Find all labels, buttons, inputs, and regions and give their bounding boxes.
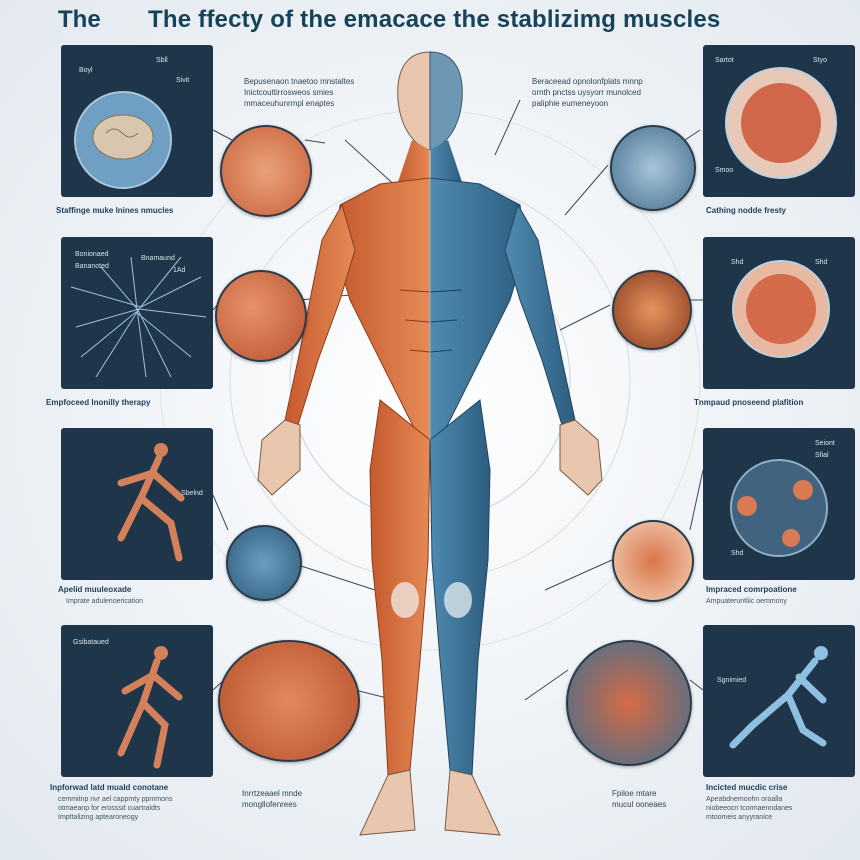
- sub-line: Impttalizing aptearoneogy: [58, 814, 139, 821]
- panel-caption: Tnmpaud pnoseend plafition: [694, 398, 804, 407]
- runner-illustration: [117, 443, 185, 562]
- fiber-illustration: [732, 260, 830, 358]
- note-line: mucul ooneaes: [612, 800, 667, 809]
- panel-runner: Sbelnd: [61, 428, 213, 580]
- panel-label: Seiont: [815, 440, 835, 447]
- panel-label: Gsibataued: [73, 639, 109, 646]
- panel-caption: Empfoceed lnonilly therapy: [46, 398, 151, 407]
- sub-line: mtoomeis anyyranice: [706, 814, 773, 821]
- panel-cell-sphere: Sartot Styo Smoo: [703, 45, 855, 197]
- note-line: mongllofenrees: [242, 800, 297, 809]
- zoom-circle-nucleus: [612, 520, 694, 602]
- panel-label: Sfial: [815, 452, 829, 459]
- top-note-left: Bepusenaon tnaetoo mnstaltes Inictcoutti…: [244, 76, 354, 109]
- panel-caption: Inpforwad latd muald conotane: [50, 783, 169, 792]
- zoom-circle-knee: [610, 125, 696, 211]
- title-main: The ffecty of the emacace the stablizimg…: [148, 6, 721, 33]
- panel-sub: Imprate adulenoerication: [66, 598, 144, 605]
- panel-caption: Apelid muuleoxade: [58, 585, 132, 594]
- zoom-circle-tendon: [220, 125, 312, 217]
- panel-label: Sbelnd: [181, 490, 203, 497]
- zoom-circle-quad: [218, 640, 360, 762]
- panel-caption: Incicted mucdic crise: [706, 783, 788, 792]
- panel-label: Bnamaund: [141, 255, 175, 262]
- note-line: Inrrtzeaael mnde: [242, 789, 303, 798]
- bottom-note-right: Fpiloe mtare mucul ooneaes: [612, 788, 666, 810]
- panel-label: Bonionaed: [75, 251, 109, 258]
- panel-nerves: Bonionaed Bananoted Bnamaund 1Ad: [61, 237, 213, 389]
- title-prefix: The: [58, 6, 101, 33]
- panel-label: Styo: [813, 57, 828, 64]
- note-line: Fpiloe mtare: [612, 789, 657, 798]
- brain-illustration: [74, 91, 172, 189]
- note-line: ornth pnctss uysyorr munolced: [532, 88, 641, 97]
- panel-sub: cemmitnp nvr ael cappmty ppmmons otmaean…: [58, 795, 172, 822]
- sub-line: Apeabdnemoohn oroalla: [706, 796, 783, 803]
- note-line: Beraceead opnolonfplats mnnp: [532, 77, 643, 86]
- panel-fiber: Shd Shd: [703, 237, 855, 389]
- panel-caption: Cathing nodde fresty: [706, 206, 787, 215]
- sub-line: cemmitnp nvr ael cappmty ppmmons: [58, 796, 173, 803]
- panel-sub: Apeabdnemoohn oroalla niobeeocn tcormaen…: [706, 795, 792, 822]
- panel-lunge: Sgnimied: [703, 625, 855, 777]
- zoom-circle-fiber: [226, 525, 302, 601]
- panel-caption: Impraced comrpoatione: [706, 585, 797, 594]
- panel-walker: Gsibataued: [61, 625, 213, 777]
- panel-label: Sartot: [715, 57, 734, 64]
- note-line: mmaceuhunrmpl enaptes: [244, 99, 335, 108]
- page-title: The The ffecty of the emacace the stabli…: [0, 4, 860, 36]
- walker-illustration: [117, 646, 183, 769]
- panel-label: Shd: [731, 259, 744, 266]
- panel-label: Sivit: [176, 77, 190, 84]
- panel-cluster: Seiont Sfial Shd: [703, 428, 855, 580]
- note-line: paliphie eumeneyoon: [532, 99, 609, 108]
- bottom-note-left: Inrrtzeaael mnde mongllofenrees: [242, 788, 302, 810]
- panel-label: Smoo: [715, 167, 734, 174]
- top-note-right: Beraceead opnolonfplats mnnp ornth pncts…: [532, 76, 643, 109]
- nerve-illustration: [70, 256, 207, 378]
- note-line: Inictcouttirrosweos smies: [244, 88, 334, 97]
- panel-label: Bananoted: [75, 263, 109, 270]
- panel-label: Boyl: [79, 67, 93, 74]
- panel-label: Sgnimied: [717, 677, 747, 684]
- sub-line: niobeeocn tcormaenndanes: [706, 805, 793, 812]
- note-line: Bepusenaon tnaetoo mnstaltes: [244, 77, 355, 86]
- panel-sub: Ampuateruntliic oemmony: [706, 598, 787, 605]
- zoom-circle-cell: [612, 270, 692, 350]
- zoom-circle-muscle: [215, 270, 307, 362]
- cell-illustration: [725, 67, 837, 179]
- panel-label: 1Ad: [173, 267, 186, 274]
- panel-brain: Boyl Sbll Sivit: [61, 45, 213, 197]
- cluster-illustration: [730, 459, 828, 557]
- sub-line: otmaeanp for erosssd cuartraldts: [58, 805, 161, 812]
- panel-caption: Staffinge muke lnines nmucles: [56, 206, 174, 215]
- lunge-illustration: [729, 646, 828, 749]
- panel-label: Shd: [815, 259, 828, 266]
- panel-label: Sbll: [156, 57, 168, 64]
- panel-label: Shd: [731, 550, 744, 557]
- zoom-circle-calf: [566, 640, 692, 766]
